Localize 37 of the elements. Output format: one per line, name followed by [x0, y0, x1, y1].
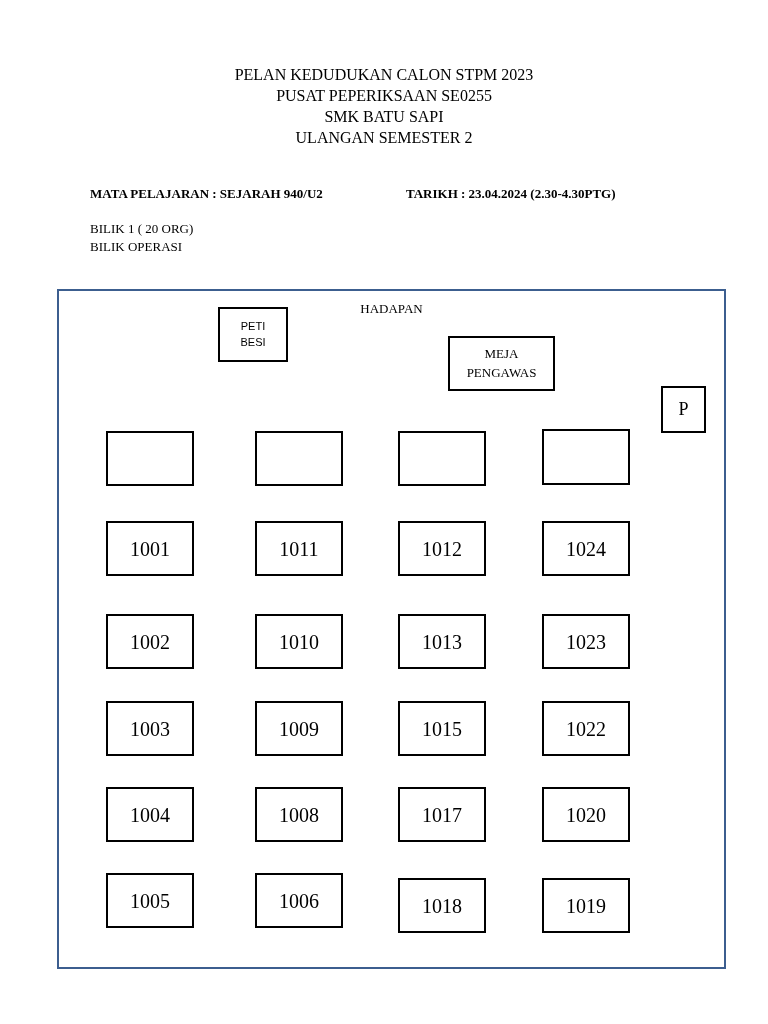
seat-desk: 1009: [255, 701, 343, 756]
heading-line: PUSAT PEPERIKSAAN SE0255: [275, 87, 493, 105]
subject-text: MATA PELAJARAN : SEJARAH 940/U2: [90, 186, 323, 202]
plan-title: PELAN KEDUDUKAN CALON STPM 2023: [233, 66, 535, 84]
empty-desk: [542, 429, 630, 485]
seat-desk: 1008: [255, 787, 343, 842]
seat-desk: 1001: [106, 521, 194, 576]
room-front-label: HADAPAN: [359, 301, 424, 317]
seat-desk: 1024: [542, 521, 630, 576]
room-outline: [57, 289, 726, 969]
seat-desk: 1004: [106, 787, 194, 842]
heading-line: ULANGAN SEMESTER 2: [294, 129, 474, 147]
seat-desk: 1013: [398, 614, 486, 669]
seat-desk: 1002: [106, 614, 194, 669]
seat-desk: 1012: [398, 521, 486, 576]
seat-desk: 1023: [542, 614, 630, 669]
date-text: TARIKH : 23.04.2024 (2.30-4.30PTG): [406, 186, 616, 202]
seat-desk: 1018: [398, 878, 486, 933]
seat-desk: 1017: [398, 787, 486, 842]
seat-desk: 1003: [106, 701, 194, 756]
seat-desk: 1006: [255, 873, 343, 928]
seat-desk: 1019: [542, 878, 630, 933]
heading-line: SMK BATU SAPI: [323, 108, 445, 126]
p-box: P: [661, 386, 706, 433]
empty-desk: [398, 431, 486, 486]
seat-desk: 1020: [542, 787, 630, 842]
seat-desk: 1022: [542, 701, 630, 756]
seat-desk: 1015: [398, 701, 486, 756]
invigilator-desk: MEJA PENGAWAS: [448, 336, 555, 391]
seat-desk: 1011: [255, 521, 343, 576]
room-info-text: BILIK 1 ( 20 ORG): [90, 221, 194, 237]
safe-box: PETI BESI: [218, 307, 288, 362]
seat-desk: 1005: [106, 873, 194, 928]
seat-desk: 1010: [255, 614, 343, 669]
room-info-text: BILIK OPERASI: [90, 239, 183, 255]
empty-desk: [106, 431, 194, 486]
empty-desk: [255, 431, 343, 486]
